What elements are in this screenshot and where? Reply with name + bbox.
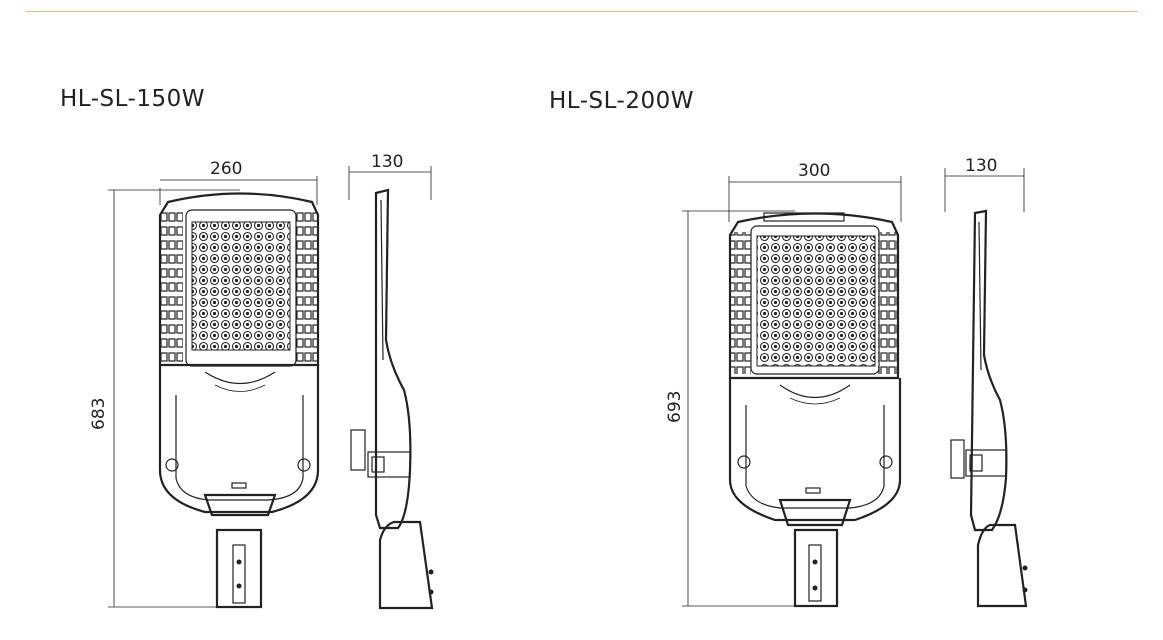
dim-side-200w: 130 <box>965 156 997 176</box>
dim-width-150w-front: 260 <box>210 159 242 179</box>
model-title-200w: HL-SL-200W <box>549 88 694 114</box>
side-view-200w: 130 <box>944 156 1028 608</box>
top-divider-line <box>26 11 1138 12</box>
front-view-150w: 260 683 <box>89 159 320 609</box>
dim-height-150w: 683 <box>89 398 109 430</box>
dim-width-200w-front: 300 <box>798 161 830 181</box>
front-view-200w: 300 693 <box>665 161 902 608</box>
dim-side-150w: 130 <box>371 152 403 172</box>
side-view-150w: 130 <box>348 152 434 610</box>
dim-height-200w: 693 <box>665 391 685 423</box>
model-title-150w: HL-SL-150W <box>60 86 205 112</box>
